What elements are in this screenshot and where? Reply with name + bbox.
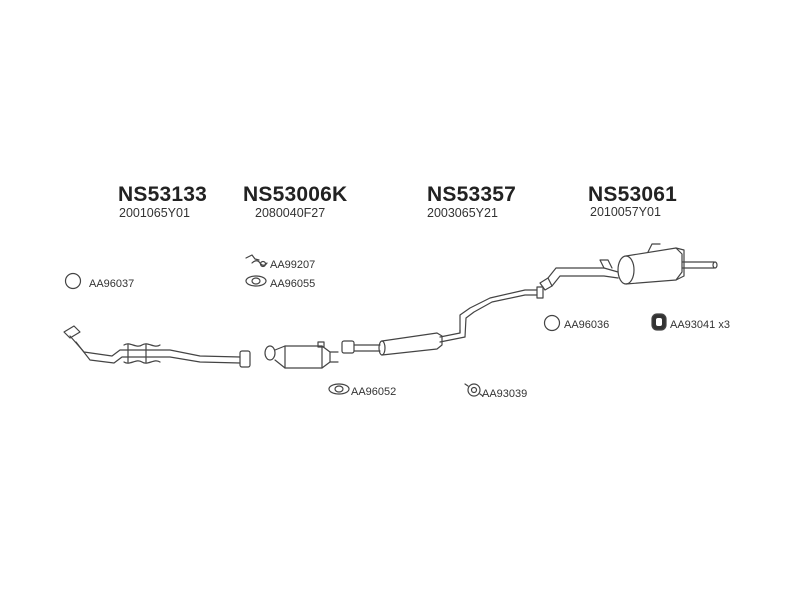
reference-front-pipe: 2001065Y01 (119, 206, 190, 220)
gasket-ring-icon-2 (543, 314, 561, 332)
rubber-hanger-icon (651, 313, 667, 331)
reference-rear-silencer: 2010057Y01 (590, 205, 661, 219)
label-aa99207: AA99207 (270, 259, 316, 271)
middle-silencer (341, 286, 544, 356)
flange-gasket-icon (245, 275, 267, 287)
label-aa96052: AA96052 (351, 386, 397, 398)
flange-gasket-icon-2 (328, 383, 350, 395)
gasket-ring-icon (64, 272, 82, 290)
reference-catalyst: 2080040F27 (255, 206, 326, 220)
rear-silencer (539, 243, 718, 291)
part-number-catalyst: NS53006K (243, 183, 348, 206)
label-aa93041-quantity: x3 (718, 319, 730, 331)
part-number-middle-silencer: NS53357 (427, 183, 516, 206)
label-aa93039: AA93039 (482, 388, 528, 400)
label-aa96037: AA96037 (89, 278, 135, 290)
clamp-icon (464, 383, 484, 397)
spring-bolt-icon (245, 254, 268, 268)
catalytic-converter (264, 341, 339, 369)
label-aa93041-code: AA93041 (670, 319, 716, 331)
label-aa93041: AA93041 x3 (670, 319, 730, 331)
reference-middle-silencer: 2003065Y21 (427, 206, 498, 220)
label-aa96055: AA96055 (270, 278, 316, 290)
front-pipe (63, 325, 251, 368)
part-number-rear-silencer: NS53061 (588, 183, 677, 206)
label-aa96036: AA96036 (564, 319, 610, 331)
part-number-front-pipe: NS53133 (118, 183, 207, 206)
